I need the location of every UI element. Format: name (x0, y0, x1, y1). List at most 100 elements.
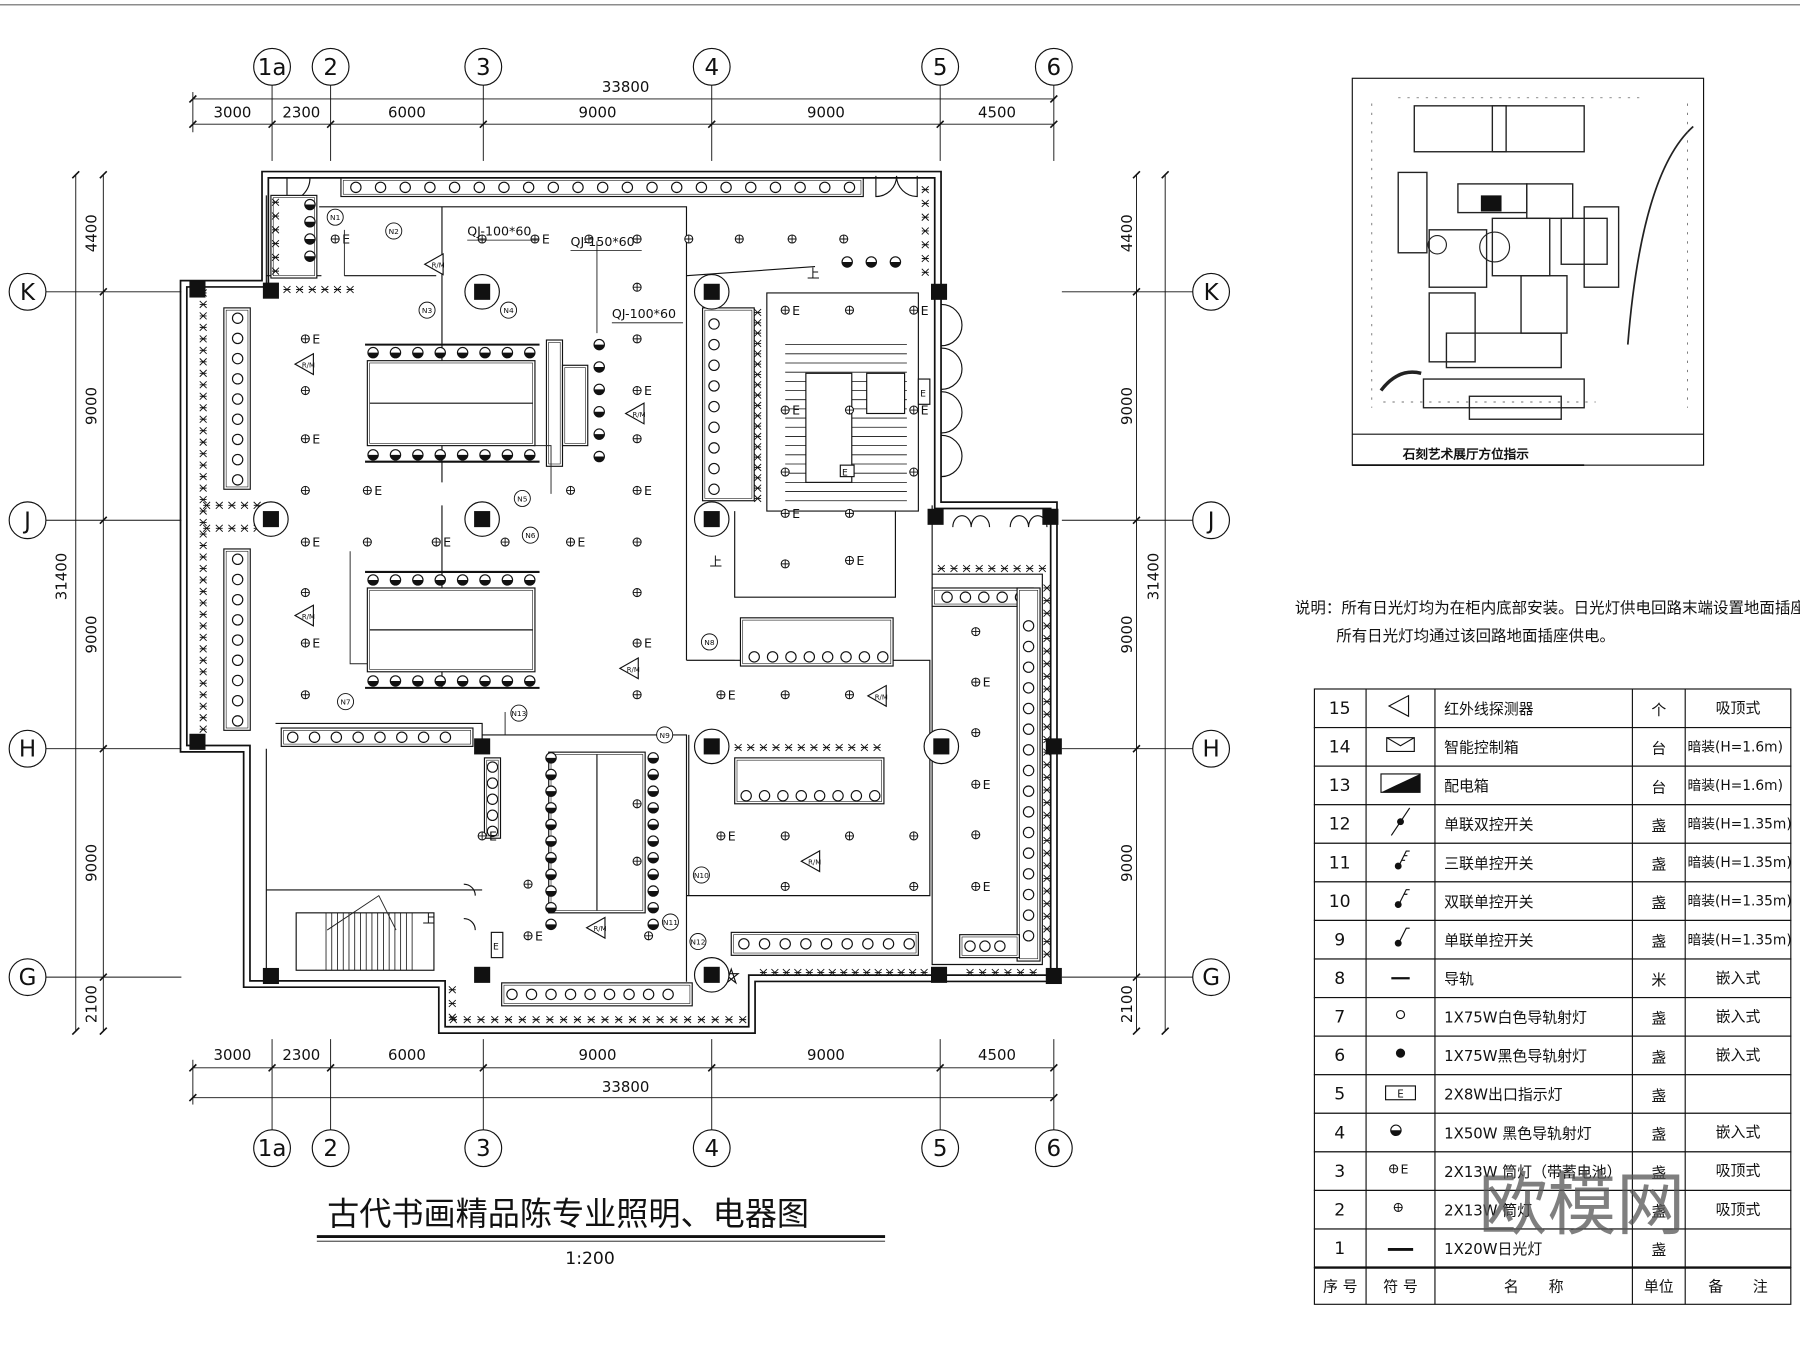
wall-washer-icon (215, 501, 224, 510)
column-axis-2-bubble (311, 47, 350, 86)
wall-washer-icon (734, 743, 742, 752)
white-track-spotlight-icon (862, 938, 874, 950)
legend-header-symbol: 符 号 (1383, 1278, 1418, 1296)
column-axis-1a-label: 1a (258, 1136, 287, 1162)
downlight-icon (632, 799, 642, 809)
wall-washer-icon (1013, 564, 1021, 573)
downlight-icon (300, 334, 310, 344)
column-block (474, 511, 491, 528)
wall-washer-icon (753, 381, 762, 389)
wall-washer-icon (448, 999, 457, 1008)
exit-sign-icon: E (490, 931, 504, 959)
wall-washer-icon (921, 240, 930, 249)
exit-emergency-label: E (644, 636, 652, 651)
dimension-value: 9000 (807, 103, 845, 121)
downlight-icon (684, 234, 694, 244)
door-swing (941, 303, 963, 347)
white-track-spotlight-icon (821, 651, 834, 663)
legend-row-remark: 嵌入式 (1716, 1046, 1761, 1064)
column (474, 738, 491, 755)
wall-washer-icon (199, 381, 207, 389)
legend-row-name: 1X50W 黑色导轨射灯 (1444, 1124, 1592, 1142)
wall-washer-icon (271, 226, 280, 234)
spot-fill (367, 454, 379, 460)
column (262, 282, 279, 299)
white-track-spotlight-icon (708, 318, 720, 330)
white-track-spotlight-icon (231, 654, 244, 667)
wall-washer-icon (1043, 887, 1051, 895)
spot-fill (412, 680, 424, 687)
column-axis-1a-bubble (253, 47, 292, 86)
door-swing (1009, 515, 1048, 528)
dimension-tick (99, 170, 108, 179)
white-track-spotlight-icon (374, 731, 386, 743)
downlight-icon (780, 508, 790, 518)
dimension-tick (1132, 973, 1141, 982)
wall-washer-icon (199, 679, 207, 688)
column (464, 501, 500, 537)
exit-emergency-label: E (312, 535, 320, 550)
spot-fill (545, 791, 557, 797)
legend-header-remark: 备 注 (1708, 1278, 1768, 1296)
ir-detector-icon: R/M (423, 252, 445, 276)
exit-sign-box (490, 931, 504, 959)
white-track-spotlight-icon (231, 715, 244, 727)
white-track-spotlight-icon (350, 181, 362, 194)
wall-washer-icon (753, 308, 762, 317)
wall-washer-icon (921, 213, 930, 221)
spot-fill (545, 774, 557, 780)
wall-washer-icon (1043, 697, 1051, 706)
column-block (927, 508, 944, 525)
downlight-icon (844, 405, 855, 415)
white-track-spotlight-icon (374, 181, 387, 194)
downlight-cross (781, 406, 790, 415)
wall-washer-icon (753, 474, 762, 482)
display-case-inner (503, 984, 691, 1004)
legend-row-unit: 盏 (1651, 1048, 1666, 1066)
white-track-spotlight-icon (525, 988, 538, 1001)
wall-washer-icon (199, 702, 207, 710)
row-axis-J-bubble (8, 501, 47, 540)
spot-fill (502, 352, 513, 358)
legend-row-border (1313, 919, 1792, 960)
row-axis-K-label: K (1204, 280, 1220, 306)
wall-washer-icon (271, 198, 280, 207)
dimension-value: 9000 (1118, 387, 1136, 425)
circuit-tag-label: N4 (503, 306, 514, 315)
downlight-icon (734, 234, 744, 244)
white-track-spotlight-icon (522, 181, 535, 194)
white-track-spotlight-icon (708, 400, 720, 413)
wall-washer-icon (1043, 584, 1051, 592)
dimension-tick (1132, 287, 1141, 296)
cable-tray-label: QJ-150*60 (571, 234, 635, 249)
stair-well (805, 372, 853, 483)
column (693, 728, 730, 765)
downlight-cross (633, 283, 642, 292)
white-track-spotlight-icon (738, 938, 750, 950)
downlight-cross (524, 931, 533, 940)
downlight-icon (844, 831, 855, 841)
downlight-cross (566, 486, 575, 495)
downlight-cross (788, 234, 797, 244)
structural-columns (189, 274, 1062, 993)
up-label: 上 (422, 911, 435, 926)
wall-washer-icon (753, 401, 762, 410)
white-track-spotlight-icon (231, 573, 244, 586)
display-case-inner (564, 367, 586, 444)
dimension-tick (479, 1063, 488, 1072)
wall-washer-icon (1043, 609, 1051, 618)
wall-washer-icon (753, 412, 762, 420)
wall-washer-icon (851, 968, 859, 977)
column (930, 966, 948, 983)
wall-washer-icon (199, 346, 207, 355)
downlight-icon (844, 305, 855, 315)
white-track-spotlight-icon (964, 940, 976, 952)
downlight-icon (909, 881, 919, 891)
circuit-tag-ring (521, 526, 539, 544)
dimension-value: 9000 (579, 103, 617, 121)
legend-row-remark: 吸顶式 (1716, 699, 1761, 717)
circuit-tag: N12 (689, 933, 707, 951)
